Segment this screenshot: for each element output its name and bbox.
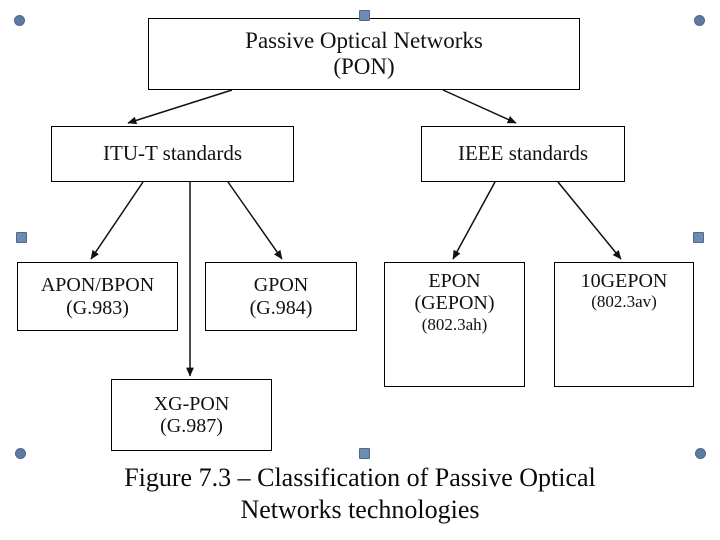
handle-top-left[interactable] (14, 15, 25, 26)
node-10gepon[interactable]: 10GEPON (802.3av) (554, 262, 694, 387)
node-epon-gepon[interactable]: EPON (GEPON) (802.3ah) (384, 262, 525, 387)
node-apon-line2: (G.983) (66, 296, 129, 319)
connector-ieee-to-10gepon (557, 181, 622, 260)
node-xg-pon[interactable]: XG-PON (G.987) (111, 379, 272, 451)
node-xgpon-line1: XG-PON (153, 392, 230, 415)
node-apon-bpon[interactable]: APON/BPON (G.983) (17, 262, 178, 331)
figure-caption-line2: Networks technologies (240, 494, 480, 524)
node-gpon[interactable]: GPON (G.984) (205, 262, 357, 331)
connector-pon-to-itu (127, 89, 233, 125)
connector-itu-to-apon (90, 181, 144, 260)
connector-itu-to-gpon (227, 181, 283, 260)
node-epon-line2: (GEPON) (414, 292, 495, 315)
handle-top-right[interactable] (694, 15, 705, 26)
node-ieee-line1: IEEE standards (457, 141, 589, 166)
handle-bottom-right[interactable] (695, 448, 706, 459)
node-gpon-line1: GPON (253, 274, 309, 297)
node-pon-line1: Passive Optical Networks (245, 28, 483, 54)
handle-bottom-center[interactable] (359, 448, 370, 459)
node-xgpon-line2: (G.987) (160, 415, 223, 437)
node-10gepon-line2: (802.3av) (591, 292, 657, 312)
figure-caption: Figure 7.3 – Classification of Passive O… (40, 462, 680, 525)
node-epon-line3: (802.3ah) (421, 314, 488, 334)
node-gpon-line2: (G.984) (249, 296, 313, 319)
node-pon-line2: (PON) (333, 54, 395, 79)
node-10gepon-line1: 10GEPON (580, 270, 668, 292)
node-passive-optical-networks[interactable]: Passive Optical Networks (PON) (148, 18, 580, 90)
connector-pon-to-ieee (442, 89, 517, 124)
node-apon-line1: APON/BPON (40, 274, 155, 297)
node-itu-line1: ITU-T standards (103, 141, 242, 166)
handle-bottom-left[interactable] (15, 448, 26, 459)
handle-middle-right[interactable] (693, 232, 704, 243)
node-epon-line1: EPON (428, 270, 481, 292)
node-ieee-standards[interactable]: IEEE standards (421, 126, 625, 182)
figure-caption-line1: Figure 7.3 – Classification of Passive O… (124, 463, 596, 492)
connector-ieee-to-epon (452, 181, 496, 260)
handle-middle-left[interactable] (16, 232, 27, 243)
handle-top-center[interactable] (359, 10, 370, 21)
node-itu-t-standards[interactable]: ITU-T standards (51, 126, 294, 182)
